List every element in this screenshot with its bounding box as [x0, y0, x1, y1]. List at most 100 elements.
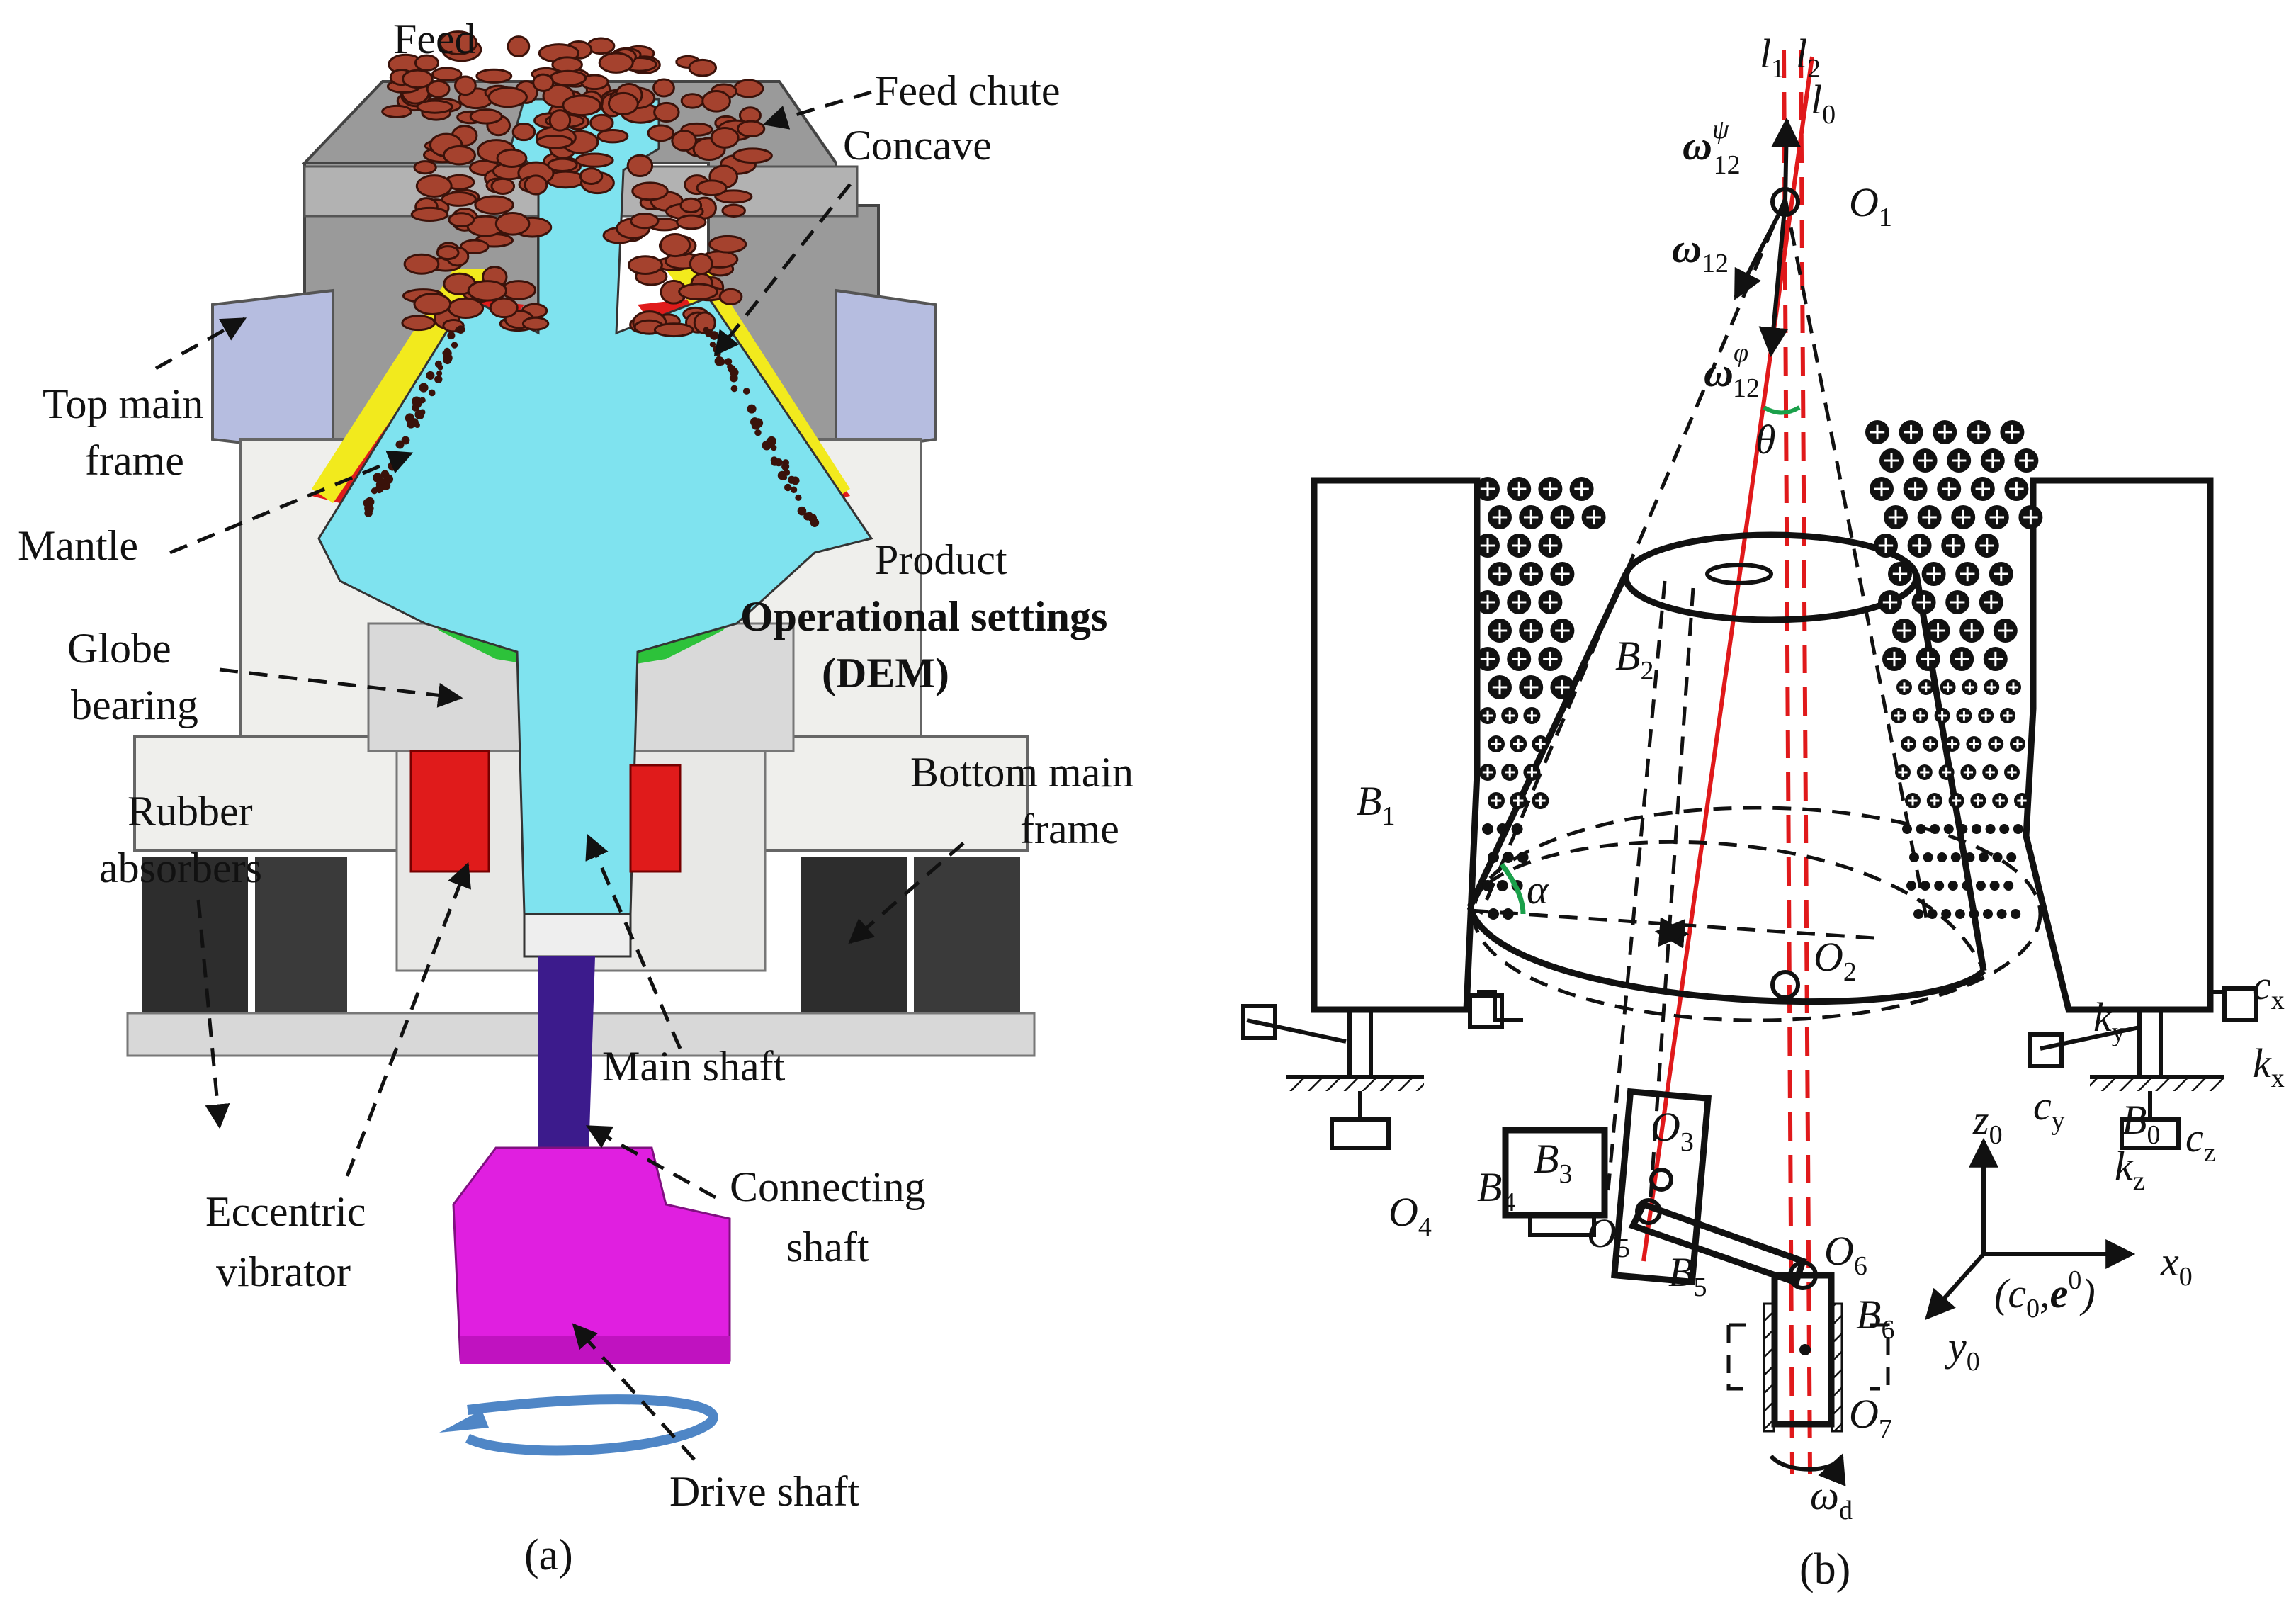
feed-particle: [596, 128, 629, 144]
chamber-particle: [395, 440, 405, 449]
particle: [1902, 824, 1912, 834]
sym-omega12: ω12: [1672, 225, 1729, 278]
feed-particle: [710, 126, 740, 149]
sym-theta: θ: [1755, 417, 1776, 463]
particle: [1947, 881, 1958, 891]
chamber-particle: [782, 459, 790, 466]
feed-particle: [733, 79, 764, 98]
feed-particle: [627, 255, 663, 275]
label-bottom-main: Bottom main: [910, 749, 1133, 796]
label-main-shaft: Main shaft: [602, 1043, 786, 1090]
sym-l1: l1: [1760, 30, 1785, 84]
feed-particle: [453, 75, 477, 96]
feed-particle: [562, 94, 602, 117]
feed-particle: [575, 152, 614, 168]
feed-particle: [410, 206, 449, 222]
chamber-particle: [443, 347, 451, 354]
sym-o1: O1: [1849, 179, 1892, 232]
chamber-particle: [434, 375, 443, 384]
chamber-particle: [364, 509, 373, 517]
feed-particle: [680, 93, 705, 109]
chamber-particle: [365, 497, 375, 507]
sym-l2: l2: [1796, 30, 1821, 84]
particle: [1999, 824, 2010, 834]
eccentric-vibrator-right: [629, 764, 682, 873]
feed-particle: [426, 79, 451, 98]
sym-o2: O2: [1814, 934, 1857, 987]
feed-particle: [416, 99, 453, 114]
chamber-particle: [383, 474, 394, 485]
chamber-particle: [709, 331, 719, 340]
drive-base: [460, 1336, 730, 1364]
feed-particle: [631, 181, 669, 201]
feed-particle: [536, 134, 574, 149]
chamber-particle: [727, 363, 733, 371]
top-main-frame-left: [211, 288, 334, 456]
particle: [1502, 852, 1514, 863]
chamber-particle: [729, 373, 738, 383]
chamber-particle: [783, 469, 791, 476]
particle: [1916, 824, 1926, 834]
feed-particle: [653, 101, 680, 123]
particle: [1482, 880, 1493, 891]
chamber-particle: [784, 483, 792, 492]
particle: [1930, 824, 1940, 834]
chamber-particle: [771, 444, 777, 451]
particle: [1950, 852, 1961, 862]
feed-particle: [693, 311, 716, 334]
feed-particle: [413, 160, 437, 175]
particle: [1496, 823, 1508, 835]
feed-particle: [708, 235, 747, 254]
chamber-particle: [795, 494, 802, 501]
feed-particle: [676, 214, 707, 230]
feed-particle: [521, 316, 550, 331]
feed-particle: [696, 179, 728, 196]
mantle-top-hole: [1705, 563, 1773, 585]
feed-particle: [660, 233, 691, 258]
sym-cx: cx: [2253, 962, 2285, 1015]
particle: [1979, 852, 1989, 862]
feed-particle: [598, 52, 634, 74]
feed-particle: [459, 239, 490, 254]
chamber-particle: [747, 404, 757, 414]
particle: [1957, 824, 1968, 834]
feed-particle: [447, 297, 485, 320]
chamber-particle: [809, 516, 816, 523]
sym-o3: O3: [1651, 1104, 1694, 1157]
caption-b: (b): [1799, 1545, 1850, 1593]
chamber-particle: [429, 389, 436, 397]
label-connecting: Connecting: [730, 1163, 926, 1210]
particle: [1989, 881, 2000, 891]
concave-block-left: [1311, 477, 1481, 1013]
chamber-particle: [790, 486, 798, 494]
feed-particle: [507, 35, 531, 57]
omega-d-arrow: [1769, 1453, 1846, 1486]
sym-o7: O7: [1849, 1391, 1892, 1444]
chamber-particle: [451, 342, 458, 349]
chamber-particle: [754, 429, 762, 436]
feed-particle: [671, 130, 697, 152]
sym-frame-label: (c0,e0): [1994, 1265, 2096, 1324]
feed-particle: [736, 120, 766, 138]
label-product: Product: [875, 536, 1007, 583]
chamber-particle: [742, 388, 750, 395]
feed-particle: [413, 293, 452, 315]
sym-b4: B4: [1477, 1164, 1515, 1217]
feed-particle: [679, 197, 703, 214]
top-main-frame-right: [835, 288, 937, 456]
sym-kx: kx: [2253, 1040, 2285, 1093]
panel-a-crusher-section: Feed Feed chute Concave Top main frame M…: [18, 16, 1133, 1579]
particle: [1969, 909, 1979, 919]
feed-particle: [474, 195, 514, 215]
sym-o6: O6: [1824, 1228, 1867, 1281]
joint-o3: [1649, 1168, 1673, 1192]
sym-y0: y0: [1945, 1324, 1980, 1377]
joint-o2: [1770, 970, 1800, 1000]
chamber-particle: [791, 476, 800, 485]
chamber-particle: [703, 327, 709, 333]
feed-particle: [381, 104, 412, 118]
feed-particle: [678, 283, 718, 300]
particle: [1972, 824, 1981, 834]
